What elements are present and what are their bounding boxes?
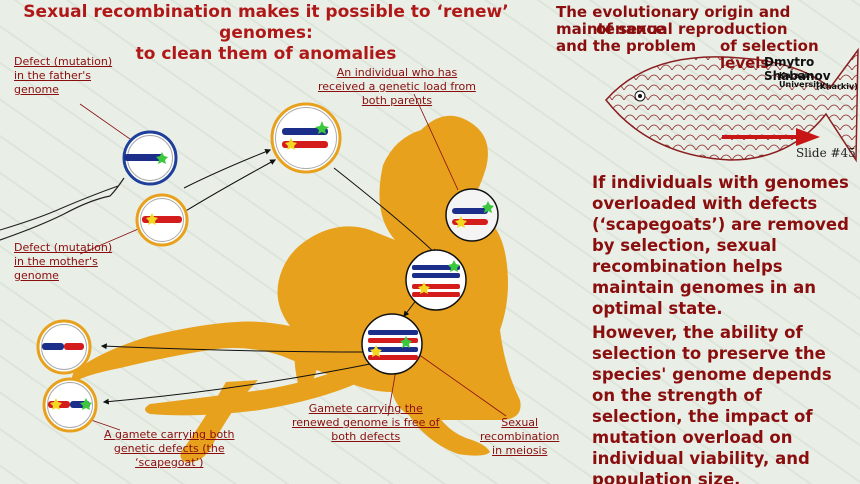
- header-line-2: of sexual reproduction: [596, 20, 788, 38]
- caption-father-defect: Defect (mutation) in the father's genome: [14, 55, 112, 97]
- paragraph-selection: However, the ability of selection to pre…: [592, 323, 832, 484]
- caption-recombination-line-3: in meiosis: [492, 444, 548, 457]
- affiliation: Karazin University: [779, 71, 826, 89]
- header-line-3a: and the problem: [556, 37, 697, 55]
- caption-individual-line-2: received a genetic load from: [318, 80, 476, 93]
- caption-clean-gamete-line-2: renewed genome is free of: [292, 416, 440, 429]
- main-title: Sexual recombination makes it possible t…: [6, 2, 526, 65]
- main-title-line-2: to clean them of anomalies: [135, 44, 397, 64]
- affiliation-city: (Kharkiv): [816, 82, 858, 91]
- caption-father-line-1: Defect (mutation): [14, 55, 113, 68]
- main-title-line-1: Sexual recombination makes it possible t…: [23, 2, 509, 43]
- caption-clean-gamete: Gamete carrying the renewed genome is fr…: [292, 402, 440, 444]
- caption-mother-defect: Defect (mutation) in the mother's genome: [14, 241, 112, 283]
- caption-father-line-3: genome: [14, 83, 59, 96]
- caption-clean-gamete-line-3: both defects: [331, 430, 401, 443]
- caption-scapegoat: A gamete carrying both genetic defects (…: [104, 428, 234, 470]
- caption-individual-line-3: both parents: [361, 94, 433, 107]
- cell-father-sperm: [122, 130, 178, 186]
- connector-arrows: [100, 148, 437, 405]
- caption-scapegoat-line-1: A gamete carrying both: [104, 428, 235, 441]
- caption-recombination: Sexual recombination in meiosis: [480, 416, 559, 458]
- cell-adult: [445, 188, 499, 242]
- caption-mother-line-2: in the mother's: [14, 255, 98, 268]
- cell-mother-egg: [135, 193, 189, 247]
- slide-number: Slide #45: [796, 146, 856, 160]
- fish-emblem: [605, 47, 859, 163]
- header-line-1: The evolutionary origin and maintenance: [556, 3, 791, 38]
- cell-meiosis-recombination: [361, 313, 423, 375]
- caption-scapegoat-line-3: ‘scapegoat’): [135, 456, 204, 469]
- caption-mother-line-1: Defect (mutation): [14, 241, 113, 254]
- cell-gamete-scapegoat: [42, 377, 98, 433]
- caption-recombination-line-2: recombination: [480, 430, 560, 443]
- author-name: Dmytro Shabanov: [764, 55, 831, 83]
- paragraph-scapegoats: If individuals with genomes overloaded w…: [592, 173, 849, 318]
- caption-recombination-line-1: Sexual: [501, 416, 539, 429]
- header-line-3b: of selection levels: [720, 37, 819, 72]
- caption-scapegoat-line-2: genetic defects (the: [113, 442, 225, 455]
- cell-zygote: [270, 102, 342, 174]
- caption-mother-line-3: genome: [14, 269, 59, 282]
- caption-clean-gamete-line-1: Gamete carrying the: [308, 402, 423, 415]
- caption-individual-line-1: An individual who has: [336, 66, 458, 79]
- cell-meiosis-replication: [405, 249, 467, 311]
- caption-individual: An individual who has received a genetic…: [318, 66, 476, 108]
- caption-father-line-2: in the father's: [14, 69, 92, 82]
- cell-gamete-clean: [36, 319, 92, 375]
